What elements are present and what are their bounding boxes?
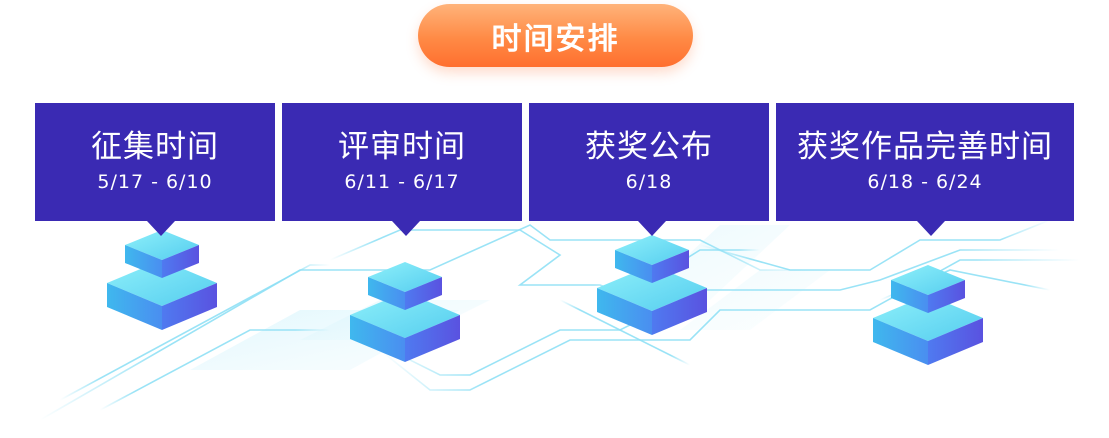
- schedule-title: 时间安排: [418, 4, 693, 67]
- stage-date: 6/18: [625, 171, 673, 193]
- stage-work-refinement: 获奖作品完善时间 6/18 - 6/24: [776, 103, 1074, 221]
- stage-name: 获奖作品完善时间: [797, 129, 1053, 165]
- block-stack-3: [597, 235, 707, 335]
- stage-award-announcement: 获奖公布 6/18: [529, 103, 769, 221]
- block-stack-1: [107, 230, 217, 330]
- floor-plates: [190, 225, 830, 370]
- stage-review: 评审时间 6/11 - 6/17: [282, 103, 522, 221]
- stage-collection: 征集时间 5/17 - 6/10: [35, 103, 275, 221]
- stage-name: 获奖公布: [585, 129, 713, 165]
- block-stack-2: [350, 262, 460, 362]
- stage-date: 6/11 - 6/17: [344, 171, 460, 193]
- stage-name: 征集时间: [91, 129, 219, 165]
- stage-name: 评审时间: [338, 129, 466, 165]
- stage-date: 6/18 - 6/24: [867, 171, 983, 193]
- block-stack-4: [873, 265, 983, 365]
- stage-date: 5/17 - 6/10: [97, 171, 213, 193]
